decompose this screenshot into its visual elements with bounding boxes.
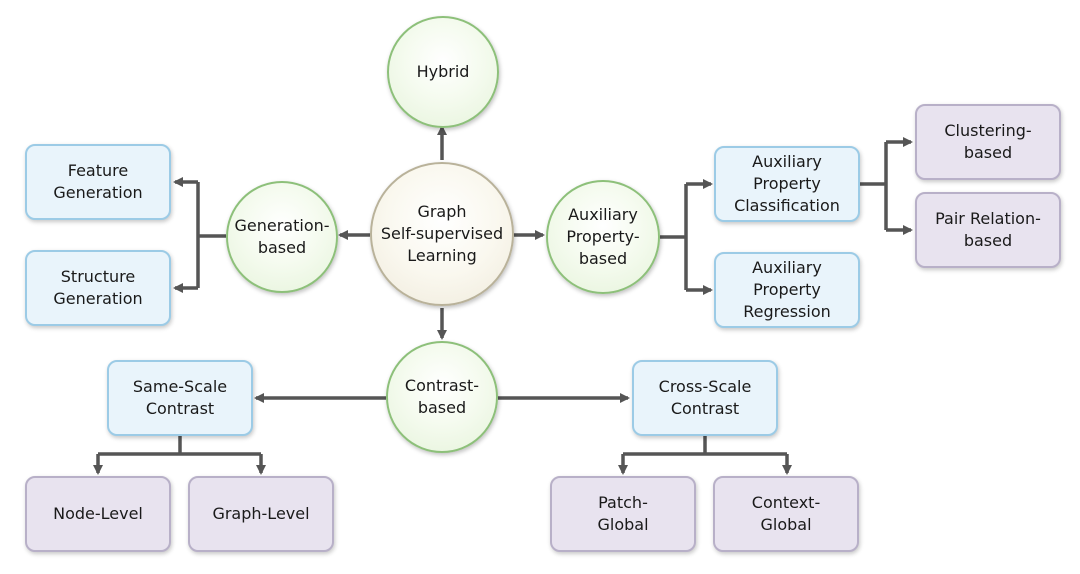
node-hybrid: Hybrid — [387, 16, 499, 128]
node-contrast-based: Contrast- based — [386, 341, 498, 453]
node-context-global: Context- Global — [713, 476, 859, 552]
edge-auxiliary-bracket — [660, 184, 688, 290]
node-feature-generation: Feature Generation — [25, 144, 171, 220]
node-cross-scale-contrast: Cross-Scale Contrast — [632, 360, 778, 436]
node-node-level: Node-Level — [25, 476, 171, 552]
edge-classification-bracket — [860, 142, 888, 230]
edge-generation-bracket — [196, 182, 226, 288]
node-graph-level: Graph-Level — [188, 476, 334, 552]
node-auxiliary-property-based: Auxiliary Property- based — [546, 180, 660, 294]
node-clustering-based: Clustering- based — [915, 104, 1061, 180]
node-same-scale-contrast: Same-Scale Contrast — [107, 360, 253, 436]
node-auxiliary-property-classification: Auxiliary Property Classification — [714, 146, 860, 222]
node-center: Graph Self-supervised Learning — [370, 162, 514, 306]
node-generation-based: Generation- based — [226, 181, 338, 293]
node-pair-relation-based: Pair Relation- based — [915, 192, 1061, 268]
node-auxiliary-property-regression: Auxiliary Property Regression — [714, 252, 860, 328]
node-structure-generation: Structure Generation — [25, 250, 171, 326]
edge-cross-bracket — [623, 436, 787, 456]
edge-same-bracket — [98, 436, 261, 456]
node-patch-global: Patch- Global — [550, 476, 696, 552]
